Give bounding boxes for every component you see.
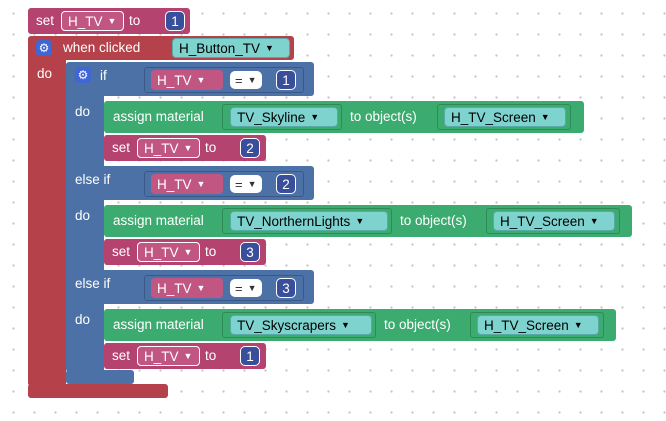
assign-material-label: assign material: [113, 109, 204, 124]
chevron-down-icon: ▼: [247, 74, 257, 85]
chevron-down-icon: ▼: [196, 178, 206, 189]
gear-icon[interactable]: ⚙: [36, 40, 52, 56]
number-input[interactable]: 1: [240, 346, 260, 366]
set-label: set: [36, 13, 55, 28]
number-input[interactable]: 3: [240, 242, 260, 262]
else-if-label: else if: [75, 172, 111, 187]
to-objects-label: to object(s): [350, 109, 417, 124]
material-dropdown[interactable]: TV_NorthernLights▼: [230, 211, 388, 231]
button-object-dropdown[interactable]: H_Button_TV▼: [172, 38, 290, 58]
do-label: do: [75, 312, 91, 327]
number-input[interactable]: 2: [276, 174, 296, 194]
chevron-down-icon: ▼: [355, 215, 365, 226]
set-label: set: [112, 140, 131, 155]
operator-dropdown[interactable]: =▼: [230, 175, 262, 193]
do-label: do: [75, 208, 91, 223]
chevron-down-icon: ▼: [247, 282, 257, 293]
if-label: if: [100, 68, 107, 83]
variable-dropdown[interactable]: H_TV▼: [151, 70, 223, 90]
chevron-down-icon: ▼: [573, 319, 583, 330]
variable-dropdown[interactable]: H_TV▼: [151, 174, 223, 194]
chevron-down-icon: ▼: [341, 319, 350, 330]
variable-dropdown[interactable]: H_TV▼: [137, 346, 200, 366]
chevron-down-icon: ▼: [265, 42, 274, 53]
chevron-down-icon: ▼: [183, 142, 193, 153]
to-objects-label: to object(s): [384, 317, 451, 332]
to-label: to: [205, 244, 217, 259]
event-left-spine: [28, 56, 66, 386]
operator-dropdown[interactable]: =▼: [230, 279, 262, 297]
do-label: do: [37, 66, 53, 81]
chevron-down-icon: ▼: [196, 74, 206, 85]
do-label: do: [75, 104, 91, 119]
object-dropdown[interactable]: H_TV_Screen▼: [444, 107, 566, 127]
object-dropdown[interactable]: H_TV_Screen▼: [493, 211, 615, 231]
chevron-down-icon: ▼: [183, 246, 193, 257]
number-input[interactable]: 3: [276, 278, 296, 298]
gear-icon[interactable]: ⚙: [75, 67, 91, 83]
chevron-down-icon: ▼: [107, 15, 117, 26]
variable-dropdown[interactable]: H_TV▼: [137, 138, 200, 158]
number-input[interactable]: 2: [240, 138, 260, 158]
chevron-down-icon: ▼: [196, 282, 206, 293]
if-left-spine: [66, 92, 104, 372]
material-dropdown[interactable]: TV_Skyline▼: [230, 107, 338, 127]
number-input[interactable]: 1: [276, 70, 296, 90]
when-clicked-label: when clicked: [63, 40, 141, 55]
if-bottom-cap: [66, 370, 134, 384]
assign-material-label: assign material: [113, 213, 204, 228]
event-bottom-cap: [28, 384, 168, 398]
chevron-down-icon: ▼: [247, 178, 257, 189]
to-label: to: [129, 13, 141, 28]
set-label: set: [112, 244, 131, 259]
number-input[interactable]: 1: [165, 11, 185, 31]
to-label: to: [205, 140, 217, 155]
chevron-down-icon: ▼: [540, 111, 550, 122]
object-dropdown[interactable]: H_TV_Screen▼: [477, 315, 599, 335]
material-dropdown[interactable]: TV_Skyscrapers▼: [230, 315, 372, 335]
variable-dropdown[interactable]: H_TV▼: [61, 11, 124, 31]
variable-dropdown[interactable]: H_TV▼: [151, 278, 223, 298]
chevron-down-icon: ▼: [183, 350, 193, 361]
operator-dropdown[interactable]: =▼: [230, 71, 262, 89]
variable-dropdown[interactable]: H_TV▼: [137, 242, 200, 262]
to-label: to: [205, 348, 217, 363]
chevron-down-icon: ▼: [310, 111, 320, 122]
else-if-label: else if: [75, 276, 111, 291]
assign-material-label: assign material: [113, 317, 204, 332]
chevron-down-icon: ▼: [589, 215, 599, 226]
set-label: set: [112, 348, 131, 363]
to-objects-label: to object(s): [400, 213, 467, 228]
